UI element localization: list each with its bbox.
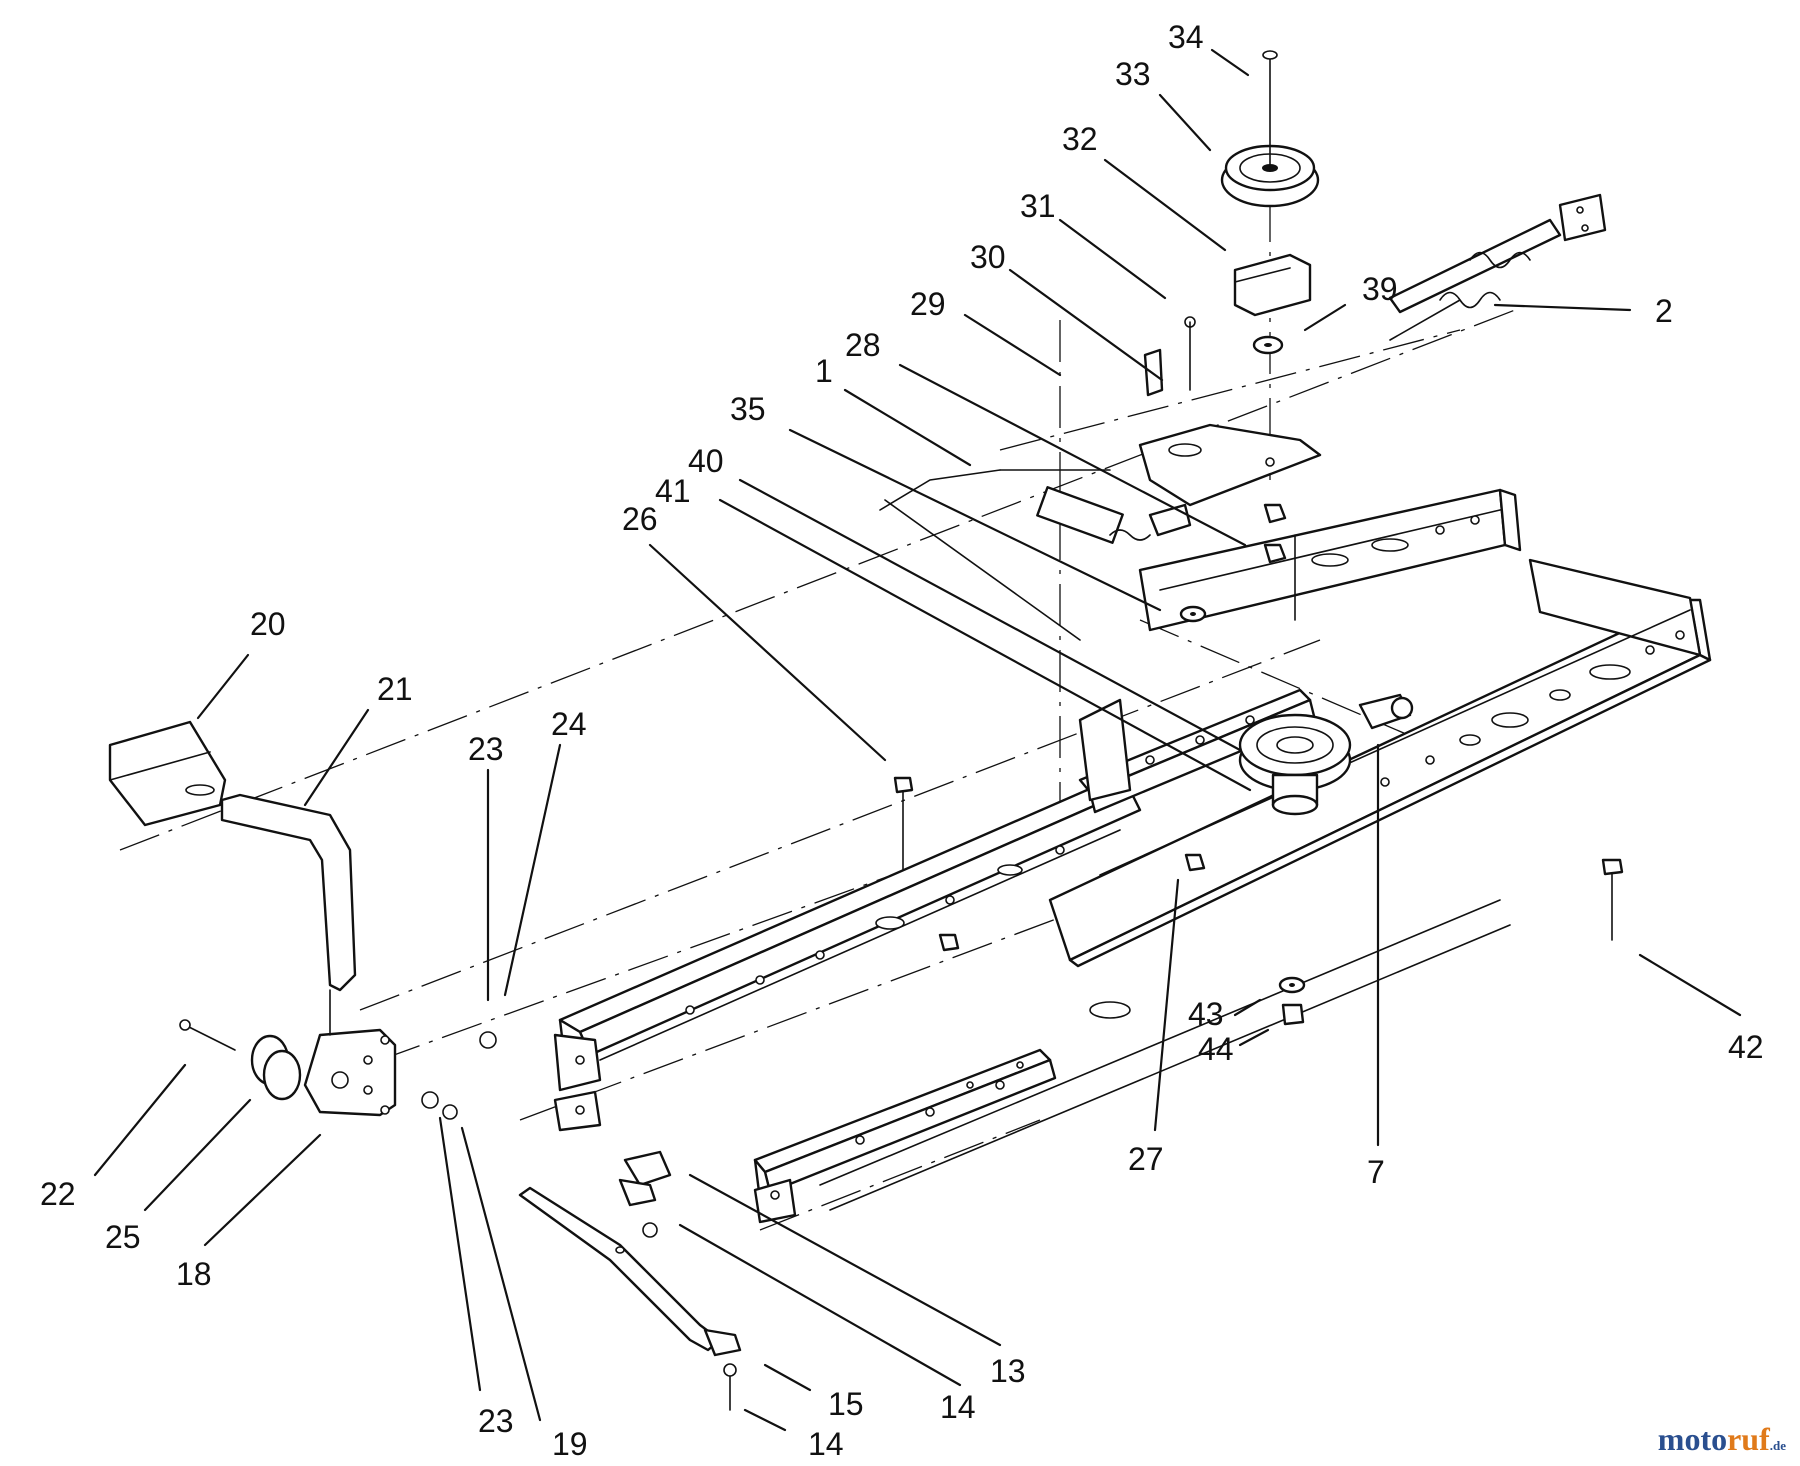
callout-14-lower: 14 <box>808 1426 844 1462</box>
callout-27: 27 <box>1128 1141 1164 1177</box>
callout-14: 14 <box>940 1389 976 1425</box>
callout-42: 42 <box>1728 1029 1764 1065</box>
watermark-part3: .de <box>1769 1438 1786 1453</box>
spacer-7 <box>1358 693 1414 730</box>
bolt-42 <box>1601 858 1624 941</box>
spring-cable <box>1388 193 1607 341</box>
washer-39 <box>1252 335 1284 355</box>
callout-41: 41 <box>655 473 691 509</box>
callout-22: 22 <box>40 1176 76 1212</box>
callout-23: 23 <box>468 731 504 767</box>
callout-24: 24 <box>551 706 587 742</box>
frame-rail-right <box>1048 558 1712 968</box>
frame-rail-back <box>1138 488 1522 632</box>
nut-27 <box>1184 853 1206 872</box>
callout-39: 39 <box>1362 271 1398 307</box>
link-rod-assembly <box>518 1150 742 1411</box>
idler-arm <box>1138 316 1322 537</box>
nut-44 <box>1281 1003 1305 1026</box>
washer-35 <box>1179 605 1207 623</box>
callout-23-lower: 23 <box>478 1403 514 1439</box>
callout-13: 13 <box>990 1353 1026 1389</box>
idler-pulley-lower <box>1238 713 1352 816</box>
bolt-26 <box>893 776 914 871</box>
callout-33: 33 <box>1115 56 1151 92</box>
callout-29: 29 <box>910 286 946 322</box>
callout-21: 21 <box>377 671 413 707</box>
callout-40: 40 <box>688 443 724 479</box>
callout-28: 28 <box>845 327 881 363</box>
nut-center <box>938 933 960 952</box>
nuts-28 <box>1263 503 1296 621</box>
callout-32: 32 <box>1062 121 1098 157</box>
leader-lines <box>93 48 1742 1432</box>
callout-44: 44 <box>1198 1031 1234 1067</box>
callout-30: 30 <box>970 239 1006 275</box>
callout-43: 43 <box>1188 996 1224 1032</box>
callout-35: 35 <box>730 391 766 427</box>
callouts: 34 33 32 31 30 29 28 1 35 40 41 26 39 2 … <box>40 19 1764 1462</box>
frame-channel-center <box>553 778 1142 1132</box>
watermark-part1: moto <box>1657 1421 1728 1457</box>
callout-31: 31 <box>1020 188 1056 224</box>
callout-18: 18 <box>176 1256 212 1292</box>
frame-lower-lines <box>819 899 1511 1211</box>
callout-20: 20 <box>250 606 286 642</box>
pedal-assembly <box>108 720 497 1120</box>
watermark-part2: ruf <box>1727 1421 1770 1457</box>
frame-channel-lower <box>753 1048 1057 1224</box>
callout-2: 2 <box>1655 293 1673 329</box>
spring-1 <box>879 469 1151 641</box>
watermark: motoruf.de <box>1658 1421 1786 1458</box>
callout-19: 19 <box>552 1426 588 1462</box>
callout-26: 26 <box>622 501 658 537</box>
pedal-arm <box>220 793 357 992</box>
idler-pulley-upper <box>1220 50 1320 208</box>
pulley-bracket <box>1233 253 1312 317</box>
callout-1: 1 <box>815 353 833 389</box>
callout-15: 15 <box>828 1386 864 1422</box>
callout-7: 7 <box>1367 1154 1385 1190</box>
callout-25: 25 <box>105 1219 141 1255</box>
callout-34: 34 <box>1168 19 1204 55</box>
washer-43 <box>1278 976 1306 994</box>
pedal-pad <box>108 720 227 827</box>
